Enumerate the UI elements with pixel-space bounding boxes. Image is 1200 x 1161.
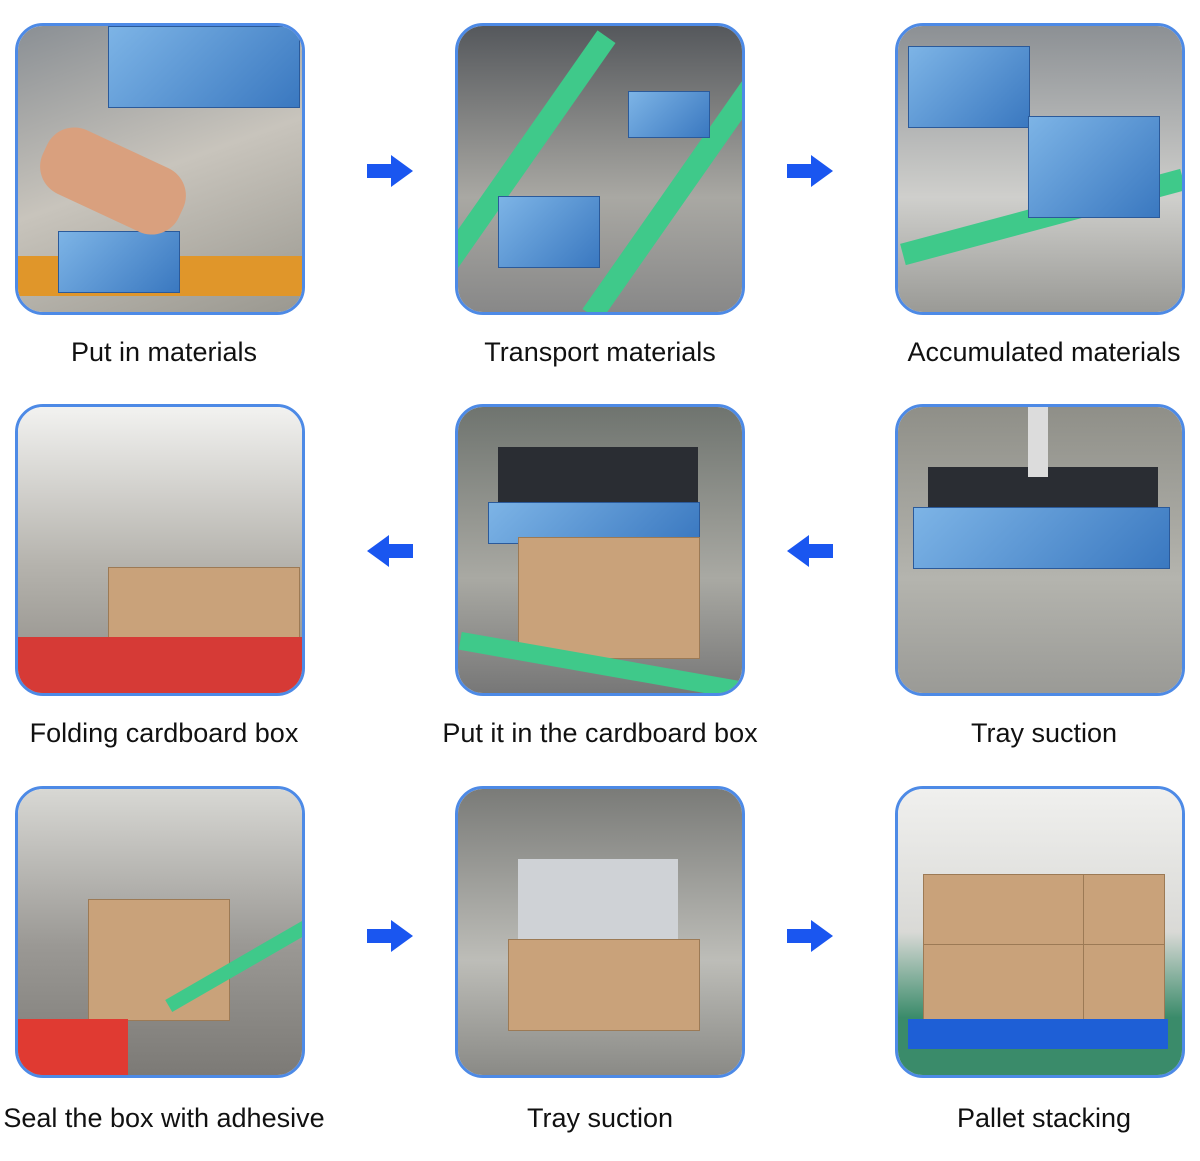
- step-3-photo: [895, 23, 1185, 315]
- step-9-label: Pallet stacking: [956, 1103, 1132, 1133]
- arrow-right-icon: [367, 155, 413, 187]
- step-1-label: Put in materials: [70, 337, 258, 367]
- step-8-photo: [455, 786, 745, 1078]
- step-7-label: Seal the box with adhesive: [3, 1103, 325, 1133]
- arrow-right-icon: [367, 920, 413, 952]
- step-2-photo: [455, 23, 745, 315]
- arrow-right-icon: [787, 920, 833, 952]
- arrow-left-icon: [787, 535, 833, 567]
- step-4-photo: [15, 404, 305, 696]
- step-8-label: Tray suction: [526, 1103, 674, 1133]
- step-1-photo: [15, 23, 305, 315]
- step-7-photo: [15, 786, 305, 1078]
- step-5-photo: [455, 404, 745, 696]
- step-9-photo: [895, 786, 1185, 1078]
- step-3-label: Accumulated materials: [907, 337, 1181, 367]
- arrow-right-icon: [787, 155, 833, 187]
- step-6-label: Tray suction: [970, 718, 1118, 748]
- arrow-left-icon: [367, 535, 413, 567]
- step-5-label: Put it in the cardboard box: [442, 718, 758, 748]
- step-6-photo: [895, 404, 1185, 696]
- step-4-label: Folding cardboard box: [29, 718, 299, 748]
- step-2-label: Transport materials: [484, 337, 716, 367]
